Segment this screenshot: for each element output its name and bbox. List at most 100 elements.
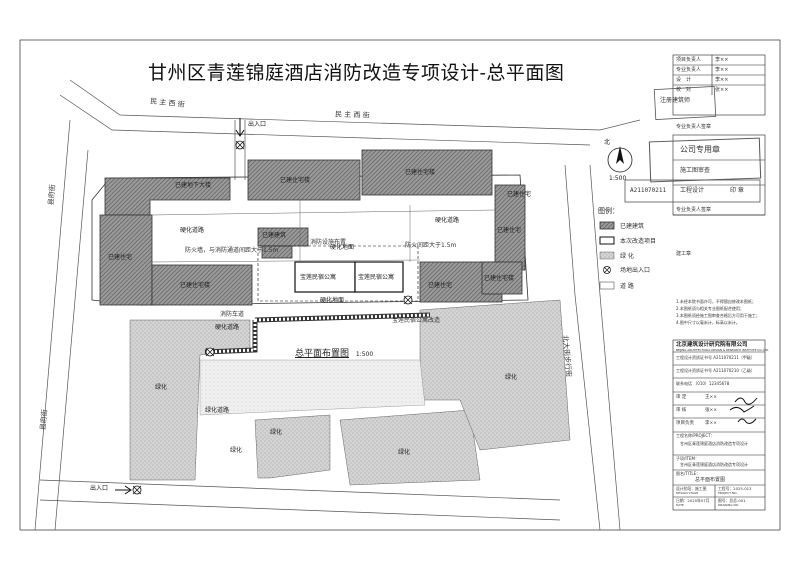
annotation-4: 宝莲民宿公寓改造 [392,317,441,324]
building-left [99,214,153,306]
road-label-4: 硬化道路 [215,324,240,331]
road-label-2: 硬化道路 [435,217,460,224]
tb-item-label: 子项/ITEM： [676,456,699,461]
tb-row-1-val: 李×× [715,67,729,73]
tb-row-2-val: 李×× [715,77,729,83]
tb-item-name: 甘州区青莲锦庭酒店消防改造专项设计 [680,462,748,467]
tb-project-name: 甘州区青莲锦庭酒店消防改造专项设计 [680,441,748,446]
hotel-building-2 [354,261,404,293]
plan-caption-text: 总平面布置图 [295,349,350,359]
building-right-bottom-2 [481,261,523,295]
building-label-right-bottom-2: 已建住宅楼 [484,275,515,282]
tb-qual-2-val: （010）12345678 [693,381,730,386]
green-area-2 [254,414,331,479]
qual-stamp [624,179,761,203]
tb-date: 日期：2025年07月 [676,498,710,503]
tb-qual-0-val: A211070211（甲级） [713,355,755,360]
tb-block-label: 专业负责人签章 [676,207,712,213]
building-label-right-edge: 已建住宅 [507,191,532,198]
signature-1 [734,397,758,405]
signature-3 [737,418,757,424]
tb-date-en: DATE [676,503,684,507]
plan-caption-scale: 1:500 [355,351,374,358]
tb-qual-0: 工程设计资质证书号 A211070211（甲级） [676,356,755,360]
tb-row-0-key: 项目负责人 [676,57,702,63]
green-label-4: 绿化 [505,374,518,381]
building-label-right: 已建住宅 [497,227,522,234]
registered-stamp [653,86,717,120]
tb-stamp2-label: 施工图审查 [680,167,711,174]
sheet-border [19,39,781,531]
tb-row-3-key: 校 对 [676,87,692,93]
plan-caption: 总平面布置图 1:500 [295,350,373,359]
tb-sign-2-key: 项目负责 [676,421,694,426]
compass [607,146,633,173]
building-top-left [104,177,231,216]
green-label-5: 绿化 [230,447,243,454]
tb-cert-seal: 印 章 [730,187,744,194]
tb-cert-label: 工程设计 [680,187,705,194]
tb-row-3-val: 张×× [715,87,729,93]
tb-sign-label: 建工章 [676,251,692,257]
entrance-label-top: 出入口 [248,121,267,128]
legend-swatch-entrance [603,266,611,274]
annotation-2: 消防设施布置 [310,239,347,246]
tb-stamp-sub: 专业负责人签章 [676,124,712,130]
tb-row-0-val: 李×× [715,57,729,63]
tb-stamp-text: 注册建筑师 [660,97,691,104]
building-small-2 [261,245,293,259]
tb-drawing-no-en: DRAWING NO. [718,503,739,507]
building-label-right-bottom-1: 已建住宅 [428,282,453,289]
paved-area [199,359,426,416]
tb-sign-1-key: 审 核 [676,408,687,413]
building-label-left-bottom: 已建住宅楼 [180,282,211,289]
tb-project-stamp: 公司专用章 [680,145,720,154]
building-label-hotel-2: 宝莲民宿公寓 [358,274,395,281]
legend-swatch-green [599,251,615,260]
tb-note-2: 3.本图纸须经施工图审查合格后方可用于施工； [676,313,760,318]
tb-note-1: 2.本图纸须与相关专业图纸配合使用； [676,306,744,311]
building-top-right [361,149,493,196]
tb-qual-2: 联系电话 （010）12345678 [676,382,729,386]
inner-roads [151,200,496,263]
green-label-1: 绿化 [155,384,168,391]
road-label-1: 硬化道路 [180,227,205,234]
building-top-mid [247,159,361,201]
tb-project-no-en: PROJECT NO. [718,491,738,495]
road-label-5: 绿化道路 [205,407,230,414]
tb-company-en: BEIJING ARCHITECTURAL DESIGN & RESEARCH … [676,348,770,352]
arrow-top [235,118,245,137]
street-lines [34,79,641,531]
tb-qual-1: 工程设计资质证书号 A211070210（乙级） [676,369,755,373]
building-label-top-mid: 已建住宅楼 [280,177,311,184]
tb-qual-1-key: 工程设计资质证书号 [676,368,712,373]
tb-company-cn: 北京建筑设计研究院有限公司 [676,342,748,348]
legend-swatch-road [599,281,615,290]
compass-scale: 1:500 [609,175,627,182]
tb-note-0: 1.未经本院书面许可，不得擅自修改本图纸； [676,299,756,304]
legend-label-green: 绿 化 [620,253,634,260]
compass-north: 北 [604,139,611,146]
green-area-1 [129,319,251,481]
green-area-3 [339,409,481,486]
drawing-title: 甘州区青莲锦庭酒店消防改造专项设计-总平面图 [148,62,565,84]
road-label-3: 硬化地面 [320,297,345,304]
entrance-label-bottom: 出入口 [90,485,109,492]
arrow-bottom [115,485,132,495]
green-label-3: 绿化 [398,449,411,456]
existing-buildings [99,149,526,306]
renovation-project [257,245,419,302]
tb-sign-0-val: 王×× [705,395,718,400]
building-label-top-left: 已建地下大楼 [175,182,212,189]
building-right-edge [494,184,526,271]
legend-label-renovation: 本次改造项目 [620,238,657,245]
tb-note-3: 4.图中尺寸以毫米计，标高以米计。 [676,320,740,325]
legend-swatch-existing [599,221,615,230]
road-label-6: 硬化地面 [330,244,355,251]
legend-swatch-renovation [599,236,615,245]
tb-drawing-name: 总平面布置图 [695,477,726,483]
tb-drawing-no: 图号：总总-001 [718,498,746,503]
tb-sign-0-key: 审 定 [676,395,687,400]
tb-row-2-key: 设 计 [676,77,692,83]
